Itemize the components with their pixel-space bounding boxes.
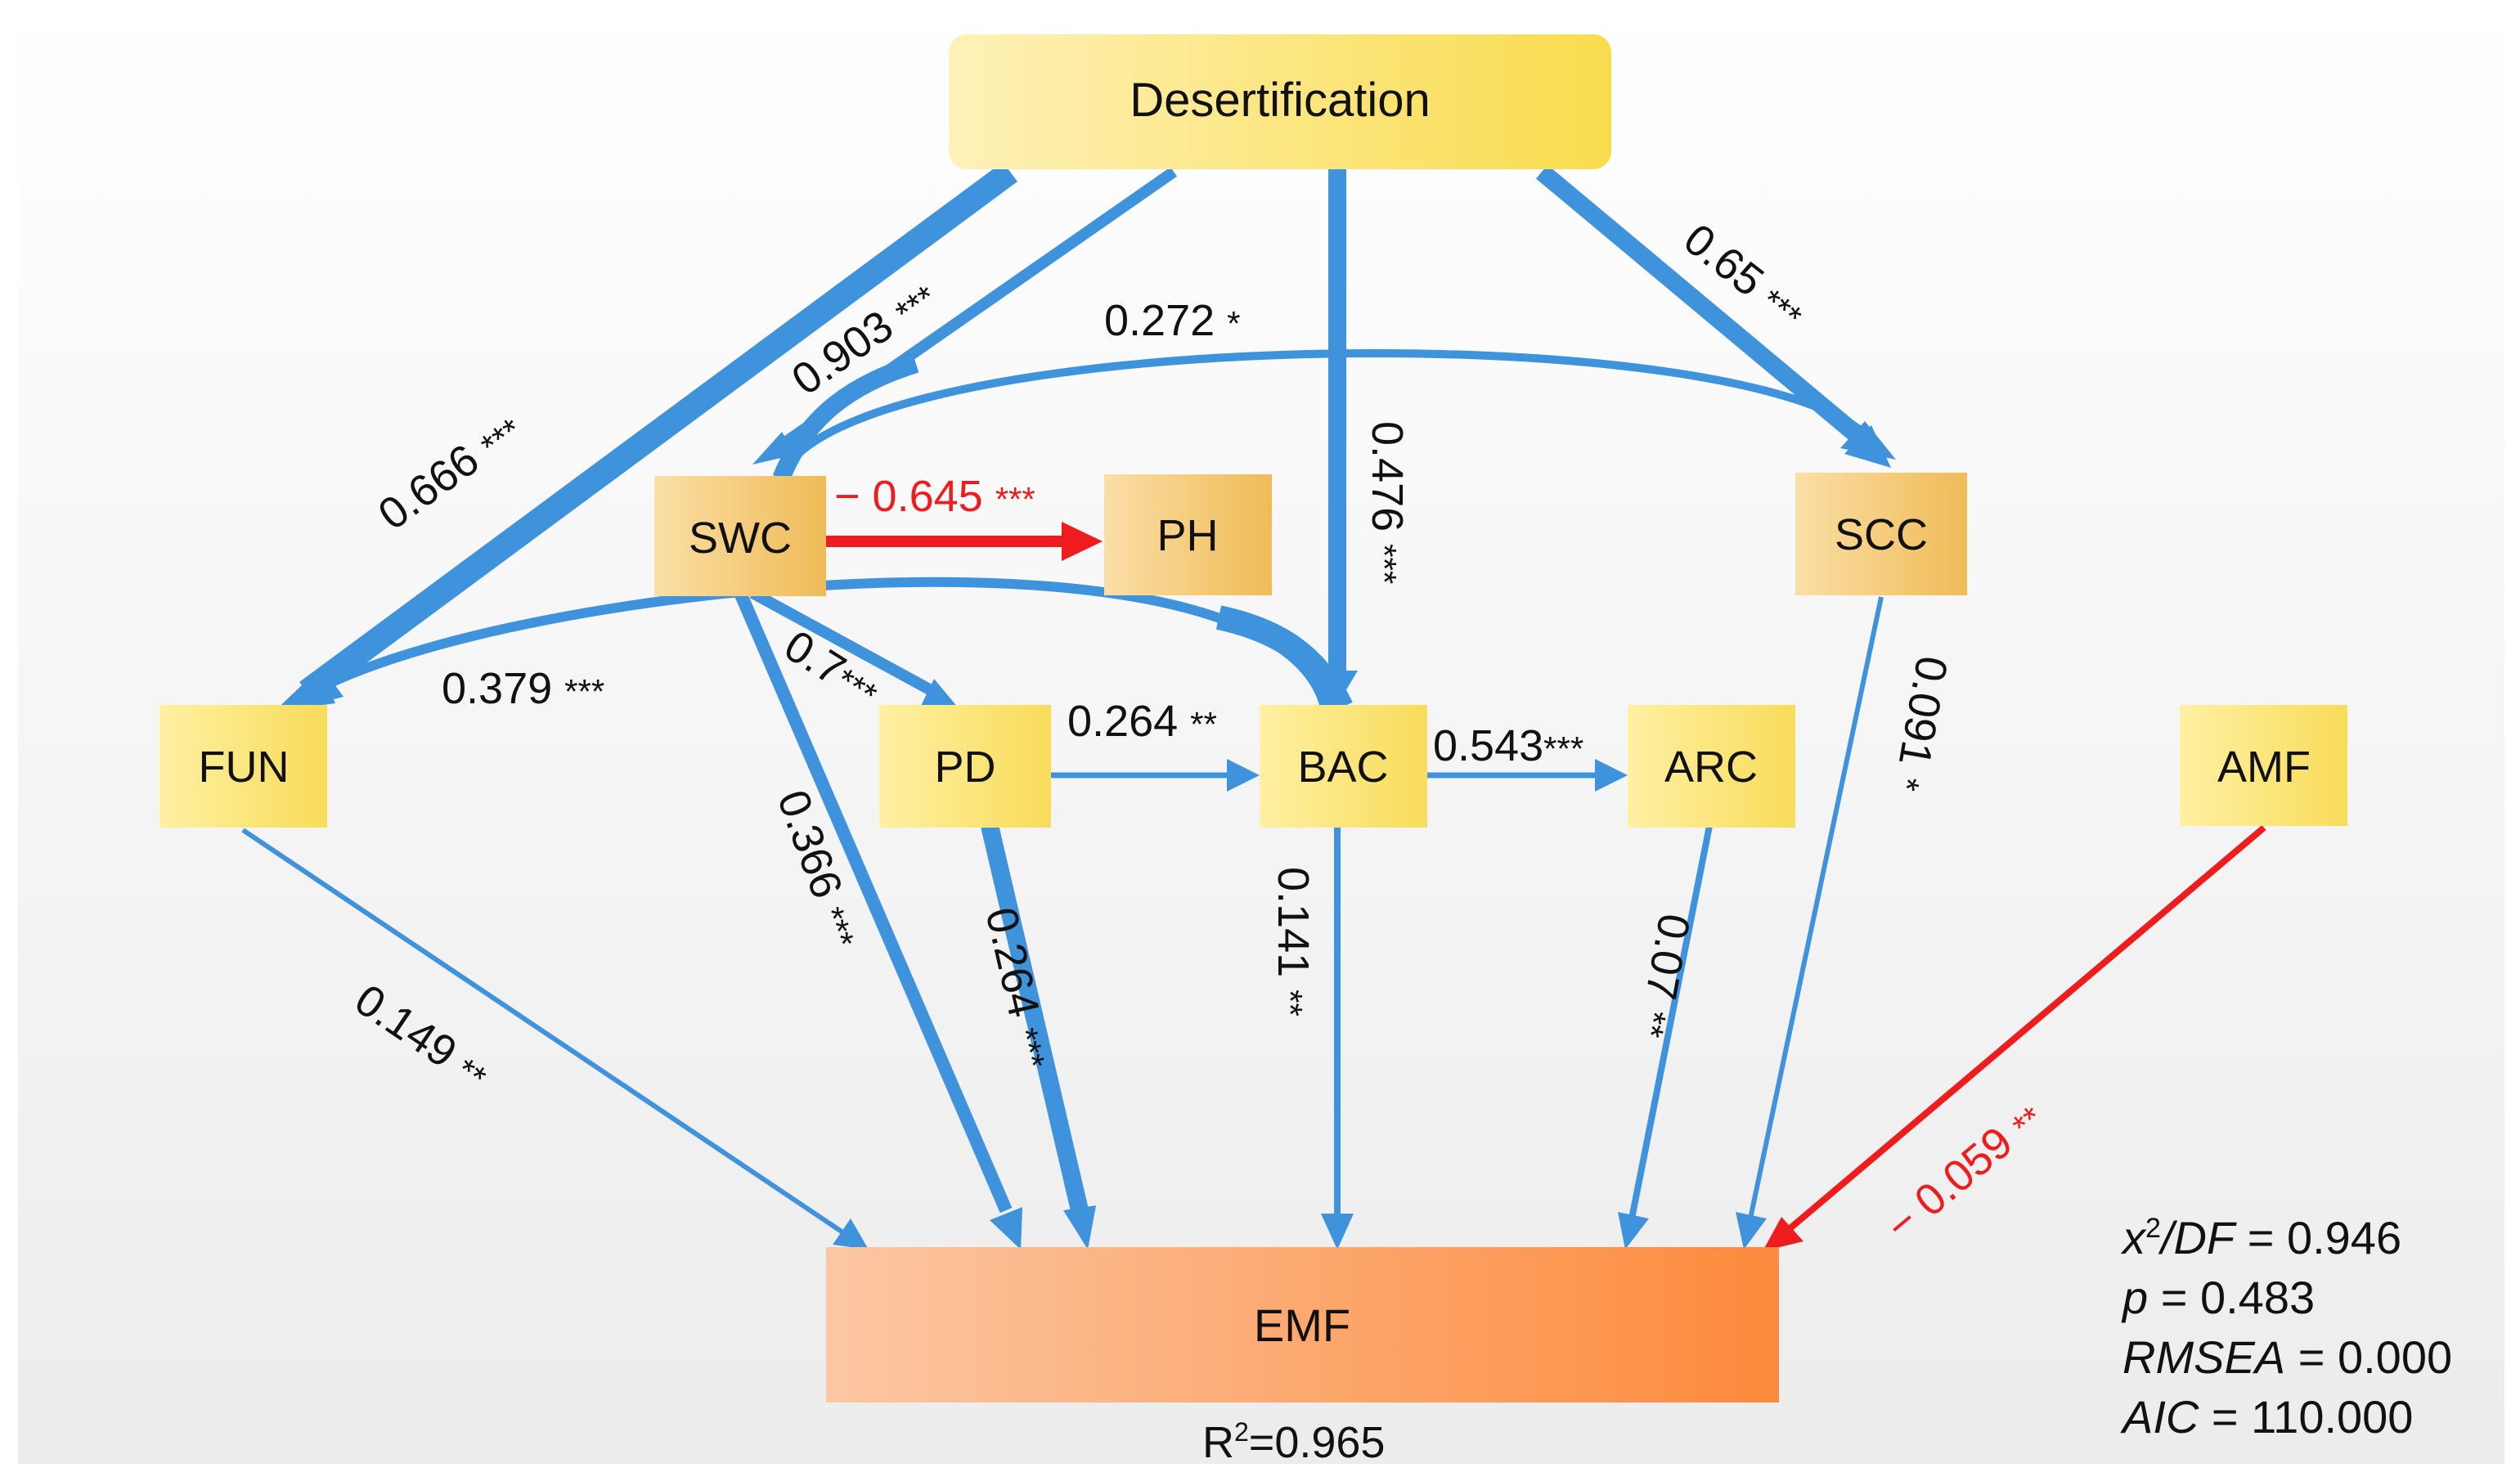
node-emf: EMF <box>826 1247 1779 1402</box>
label-bac-fun: 0.379 *** <box>442 664 604 713</box>
arrowhead-bac-arc <box>1595 759 1628 792</box>
node-pd: PD <box>879 705 1051 828</box>
node-ph: PH <box>1104 474 1272 595</box>
arrowhead-swc-ph <box>1062 522 1103 561</box>
node-emf-label: EMF <box>1254 1299 1350 1351</box>
node-swc: SWC <box>654 476 826 596</box>
arrow-swc-scc <box>777 348 1876 480</box>
label-swc-ph: − 0.645 *** <box>834 472 1035 521</box>
node-bac-label: BAC <box>1297 743 1388 792</box>
label-des-bac: 0.476 *** <box>1363 421 1412 584</box>
arrow-amf-emf <box>1785 824 2266 1234</box>
fit-rmsea: RMSEA = 0.000 <box>2122 1331 2452 1383</box>
arrow-pd-emf <box>981 824 1089 1213</box>
node-amf: AMF <box>2180 705 2347 826</box>
arrowhead-swc-scc <box>1840 421 1896 460</box>
node-arc: ARC <box>1628 705 1795 828</box>
arrow-bac-fun-tail <box>1215 605 1353 713</box>
fit-aic: AIC = 110.000 <box>2120 1391 2413 1443</box>
arrowhead-scc-emf <box>1736 1212 1767 1250</box>
arrow-arc-emf <box>1628 825 1713 1219</box>
arrowhead-swc-pd <box>920 679 959 708</box>
arrowhead-arc-emf <box>1618 1212 1649 1250</box>
label-pd-bac: 0.264 ** <box>1067 697 1217 746</box>
node-scc-label: SCC <box>1835 510 1928 559</box>
r-squared-label: R2=0.965 <box>1202 1417 1385 1467</box>
label-bac-arc: 0.543*** <box>1433 721 1583 770</box>
node-bac: BAC <box>1260 705 1427 828</box>
nodes: Desertification SWC PH SCC FUN PD BAC A <box>159 34 2347 1402</box>
arrowhead-swc-emf <box>990 1207 1022 1250</box>
node-ph-label: PH <box>1157 511 1218 560</box>
model-fit-stats: x2/DF = 0.946 p = 0.483 RMSEA = 0.000 AI… <box>2120 1212 2452 1443</box>
node-fun-label: FUN <box>199 743 290 792</box>
arrow-des-scc <box>1535 164 1871 449</box>
arrowhead-bac-emf <box>1321 1214 1354 1250</box>
node-fun: FUN <box>159 705 327 828</box>
path-arrows <box>241 161 2266 1251</box>
node-scc: SCC <box>1795 473 1967 595</box>
node-swc-label: SWC <box>689 514 792 563</box>
fit-chi-square: x2/DF = 0.946 <box>2120 1212 2401 1263</box>
label-swc-scc: 0.272 * <box>1104 296 1241 345</box>
node-arc-label: ARC <box>1664 743 1758 792</box>
arrow-fun-emf <box>241 828 848 1237</box>
arrow-des-fun <box>299 161 1017 702</box>
arrowhead-amf-emf <box>1763 1217 1804 1251</box>
node-desertification: Desertification <box>949 34 1611 169</box>
arrow-swc-emf <box>734 590 1013 1214</box>
arrowhead-pd-emf <box>1063 1205 1096 1250</box>
node-desertification-label: Desertification <box>1130 74 1430 127</box>
fit-p-value: p = 0.483 <box>2121 1272 2315 1323</box>
node-amf-label: AMF <box>2217 743 2311 792</box>
node-pd-label: PD <box>934 743 995 792</box>
label-bac-emf: 0.141 ** <box>1269 867 1318 1017</box>
arrowhead-bac-fun <box>276 675 335 711</box>
arrowhead-pd-bac <box>1227 759 1260 792</box>
arrowhead-fun-emf <box>833 1218 869 1250</box>
arrow-scc-emf <box>1748 596 1884 1219</box>
arrow-swc-pd <box>749 587 936 697</box>
arrow-swc-scc-tail <box>772 355 919 482</box>
